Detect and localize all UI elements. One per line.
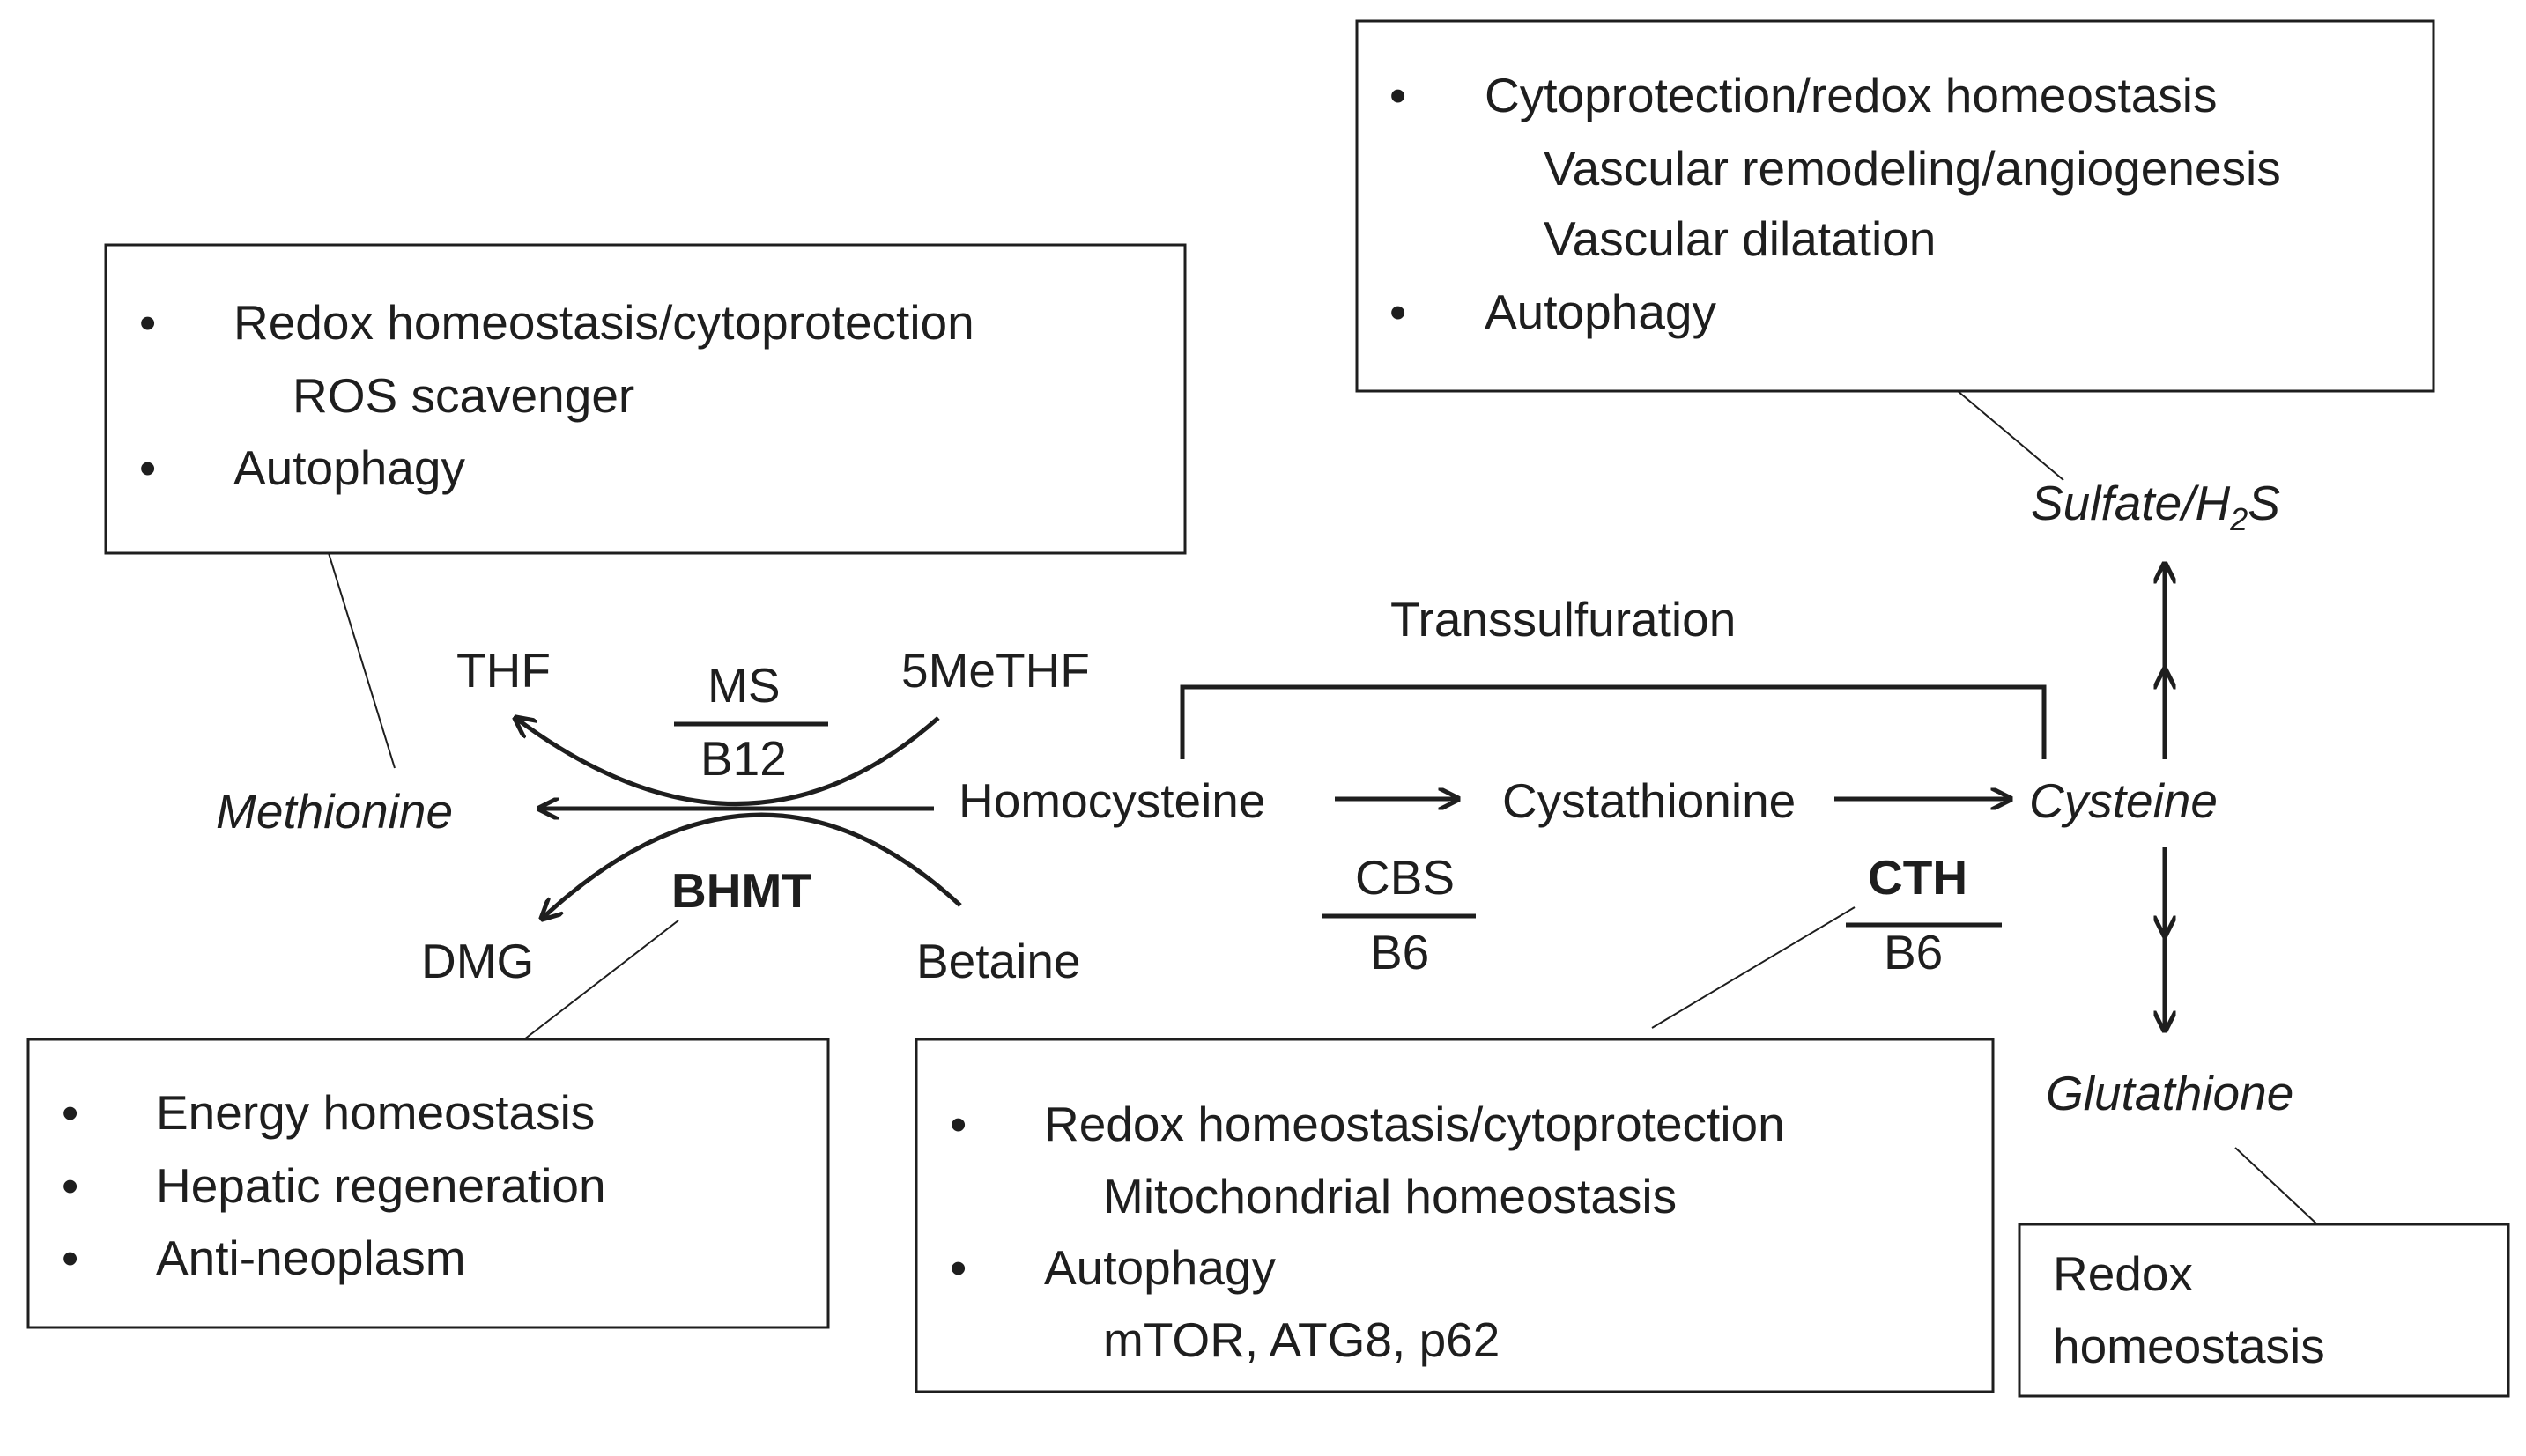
- sulfate-effects-border: [1355, 19, 2435, 393]
- bullet-icon: •: [139, 295, 156, 350]
- bhmt-effect-hepatic: Hepatic regeneration: [156, 1158, 606, 1213]
- connector-cth: [1651, 906, 1856, 1029]
- bullet-icon: •: [1389, 285, 1406, 339]
- label-thf: THF: [456, 643, 551, 698]
- bullet-icon: •: [139, 440, 156, 495]
- label-cth-b6: B6: [1884, 925, 1943, 979]
- label-cbs-b6: B6: [1370, 925, 1429, 979]
- label-ms-b12: B12: [700, 731, 787, 786]
- sulfate-effects-box: • Cytoprotection/redox homeostasis Vascu…: [1355, 19, 2435, 393]
- arrow-betaine-to-dmg: [542, 812, 962, 919]
- label-glutathione: Glutathione: [2046, 1066, 2293, 1120]
- cth-effect-mitochondrial: Mitochondrial homeostasis: [1103, 1169, 1677, 1223]
- bullet-icon: •: [1389, 68, 1406, 122]
- connector-sulfate: [1957, 390, 2064, 481]
- glutathione-effect-redox: Redox: [2053, 1246, 2193, 1301]
- bullet-icon: •: [62, 1158, 78, 1213]
- bullet-icon: •: [62, 1231, 78, 1285]
- bhmt-effect-antineoplasm: Anti-neoplasm: [156, 1231, 466, 1285]
- label-homocysteine: Homocysteine: [959, 773, 1265, 828]
- glutathione-effects-box: Redox homeostasis: [2018, 1223, 2510, 1398]
- label-dmg: DMG: [421, 934, 534, 988]
- label-transsulfuration: Transsulfuration: [1390, 592, 1736, 647]
- cth-effects-border: [915, 1038, 1995, 1393]
- label-cysteine: Cysteine: [2029, 773, 2218, 828]
- sulfate-effect-vascular-remodeling: Vascular remodeling/angiogenesis: [1544, 141, 2281, 196]
- methionine-effects-border: [104, 243, 1187, 555]
- methionine-effects-box: • Redox homeostasis/cytoprotection ROS s…: [104, 243, 1187, 555]
- sulfate-effect-vascular-dilatation: Vascular dilatation: [1544, 211, 1936, 266]
- transsulfuration-bracket: [1180, 684, 2047, 759]
- bhmt-effects-box: • Energy homeostasis • Hepatic regenerat…: [26, 1038, 830, 1329]
- bullet-icon: •: [62, 1085, 78, 1140]
- label-cystathionine: Cystathionine: [1502, 773, 1796, 828]
- label-cth: CTH: [1868, 850, 1967, 905]
- label-betaine: Betaine: [916, 934, 1081, 988]
- sulfate-effect-cytoprotection: Cytoprotection/redox homeostasis: [1485, 68, 2218, 122]
- label-sulfate-h2s: Sulfate/H2S: [2031, 476, 2280, 537]
- cth-effects-box: • Redox homeostasis/cytoprotection Mitoc…: [915, 1038, 1995, 1393]
- methionine-effect-autophagy: Autophagy: [233, 440, 465, 495]
- connector-glutathione: [2234, 1147, 2318, 1225]
- cth-effect-autophagy: Autophagy: [1044, 1240, 1276, 1295]
- bhmt-effects-border: [26, 1038, 830, 1329]
- cth-effect-redox: Redox homeostasis/cytoprotection: [1044, 1097, 1785, 1151]
- bullet-icon: •: [950, 1240, 967, 1295]
- glutathione-effects-border: [2018, 1223, 2510, 1398]
- label-ms: MS: [707, 658, 781, 713]
- label-5methf: 5MeTHF: [901, 643, 1090, 698]
- connector-methionine: [328, 552, 396, 769]
- cth-effect-mtor: mTOR, ATG8, p62: [1103, 1312, 1500, 1367]
- label-cbs: CBS: [1355, 850, 1455, 905]
- methionine-effect-ros: ROS scavenger: [293, 368, 634, 423]
- connector-bhmt: [523, 920, 679, 1040]
- label-methionine: Methionine: [216, 784, 453, 839]
- bhmt-effect-energy: Energy homeostasis: [156, 1085, 595, 1140]
- arrow-5methf-to-thf: [515, 718, 940, 806]
- glutathione-effect-homeostasis: homeostasis: [2053, 1319, 2325, 1373]
- sulfate-effect-autophagy: Autophagy: [1485, 285, 1716, 339]
- label-bhmt: BHMT: [671, 863, 811, 918]
- methionine-effect-redox: Redox homeostasis/cytoprotection: [233, 295, 974, 350]
- bullet-icon: •: [950, 1097, 967, 1151]
